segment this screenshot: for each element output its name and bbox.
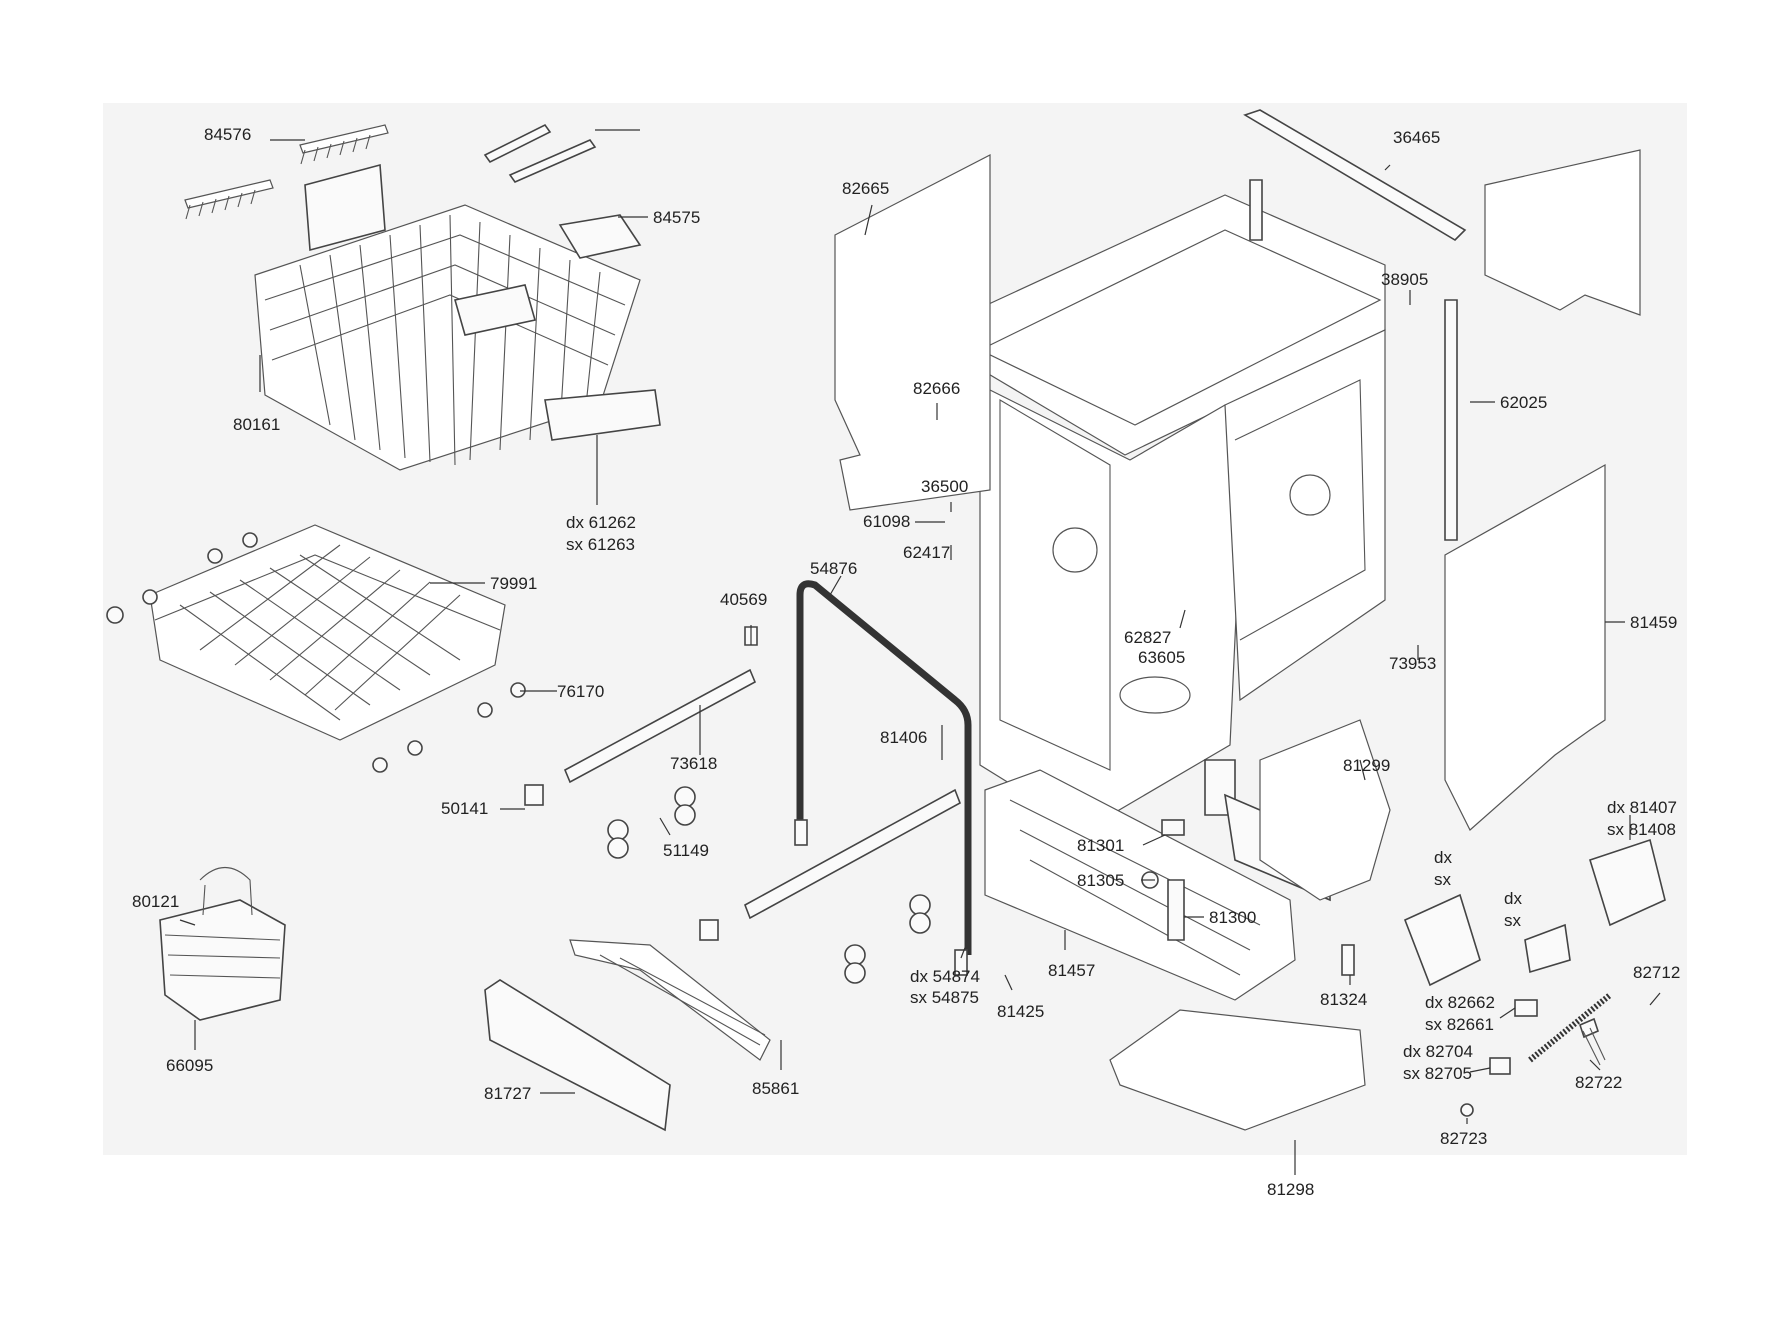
part-label: sx 82661 [1425,1015,1494,1034]
part-label: 81406 [880,728,927,747]
part-label: sx 61263 [566,535,635,554]
part-label: 84575 [653,208,700,227]
part-label: 81305 [1077,871,1124,890]
part-label: 81457 [1048,961,1095,980]
part-label: 61098 [863,512,910,531]
cutlery-basket-part [159,866,286,1021]
part-label: dx [1434,848,1452,867]
part-label: sx [1504,911,1522,930]
part-label: dx [1504,889,1522,908]
leader-lines [179,129,1661,1175]
part-label: 73618 [670,754,717,773]
door-frame-part [484,939,771,1132]
part-label: 80161 [233,415,280,434]
part-label: dx 54874 [910,967,980,986]
part-label: 84576 [204,125,251,144]
part-label: dx 82704 [1403,1042,1473,1061]
cutlery-tines-part [184,124,389,220]
part-label: 81299 [1343,756,1390,775]
part-label: 85861 [752,1079,799,1098]
part-label: dx 82662 [1425,993,1495,1012]
base-part [984,719,1391,1131]
part-label: dx 81407 [1607,798,1677,817]
part-label: 81459 [1630,613,1677,632]
part-label: sx 82705 [1403,1064,1472,1083]
part-label: sx 54875 [910,988,979,1007]
part-labels: 84576 84575 80161 dx 61262 sx 61263 7999… [132,125,1680,1199]
part-label: 40569 [720,590,767,609]
part-label: dx 61262 [566,513,636,532]
side-panel-part [834,149,1641,831]
part-label: sx 81408 [1607,820,1676,839]
part-label: 63605 [1138,648,1185,667]
part-label: 38905 [1381,270,1428,289]
part-label: 82712 [1633,963,1680,982]
part-label: sx [1434,870,1452,889]
part-label: 82666 [913,379,960,398]
part-label: 54876 [810,559,857,578]
part-label: 36500 [921,477,968,496]
lower-basket-part [106,524,526,773]
basket-rail-part [524,626,961,941]
part-label: 82722 [1575,1073,1622,1092]
part-label: 79991 [490,574,537,593]
hinge-part [1403,838,1666,1117]
part-label: 36465 [1393,128,1440,147]
part-label: 80121 [132,892,179,911]
top-strip-part [1243,109,1467,541]
part-label: 62827 [1124,628,1171,647]
part-label: 66095 [166,1056,213,1075]
tine-strip-part [483,123,597,183]
wheel-part [607,786,931,984]
part-label: 81324 [1320,990,1367,1009]
part-label: 82723 [1440,1129,1487,1148]
spring-part [1528,992,1612,1066]
part-label: 73953 [1389,654,1436,673]
tub-part [964,194,1386,902]
part-label: 81298 [1267,1180,1314,1199]
part-label: 82665 [842,179,889,198]
upper-basket-part [254,163,661,471]
part-label: 50141 [441,799,488,818]
part-label: 76170 [557,682,604,701]
part-label: 81727 [484,1084,531,1103]
door-gasket-part [794,580,972,976]
part-label: 62025 [1500,393,1547,412]
part-label: 62417 [903,543,950,562]
part-label: 81300 [1209,908,1256,927]
part-label: 51149 [663,841,709,860]
part-label: 81425 [997,1002,1044,1021]
part-label: 81301 [1077,836,1124,855]
